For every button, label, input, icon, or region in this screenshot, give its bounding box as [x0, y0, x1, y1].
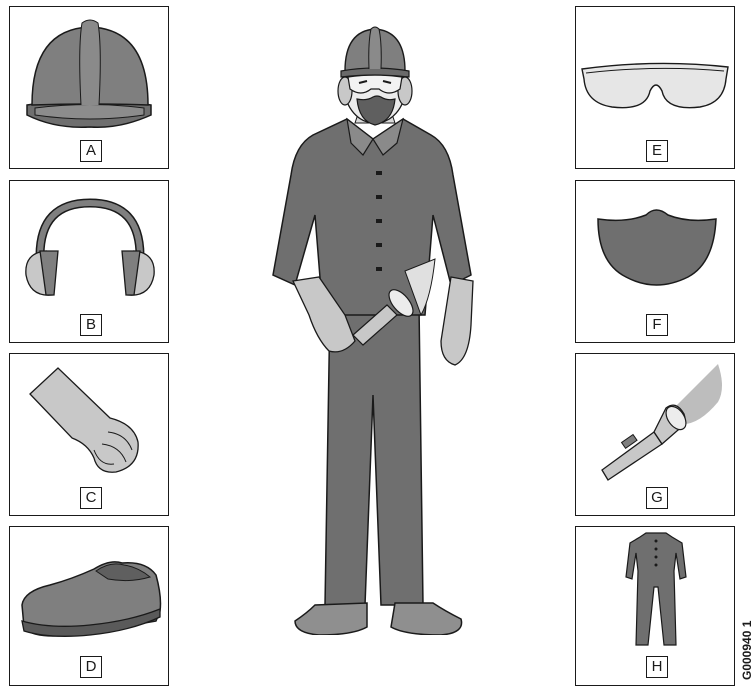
label-b: B	[80, 314, 102, 336]
label-a: A	[80, 140, 102, 162]
panel-hard-hat: A	[9, 6, 169, 169]
label-c: C	[80, 487, 102, 509]
panel-safety-shoes: D	[9, 526, 169, 686]
panel-coveralls: H	[575, 526, 735, 686]
panel-flashlight: G	[575, 353, 735, 516]
panel-safety-glasses: E	[575, 6, 735, 169]
label-d: D	[80, 656, 102, 678]
panel-gloves: C	[9, 353, 169, 516]
label-h: H	[646, 656, 668, 678]
worker-in-protective-equipment	[255, 15, 485, 635]
label-e: E	[646, 140, 668, 162]
panel-face-mask: F	[575, 180, 735, 343]
label-g: G	[646, 487, 668, 509]
panel-ear-defenders: B	[9, 180, 169, 343]
label-f: F	[646, 314, 668, 336]
figure-code: G000940 1	[740, 621, 752, 680]
